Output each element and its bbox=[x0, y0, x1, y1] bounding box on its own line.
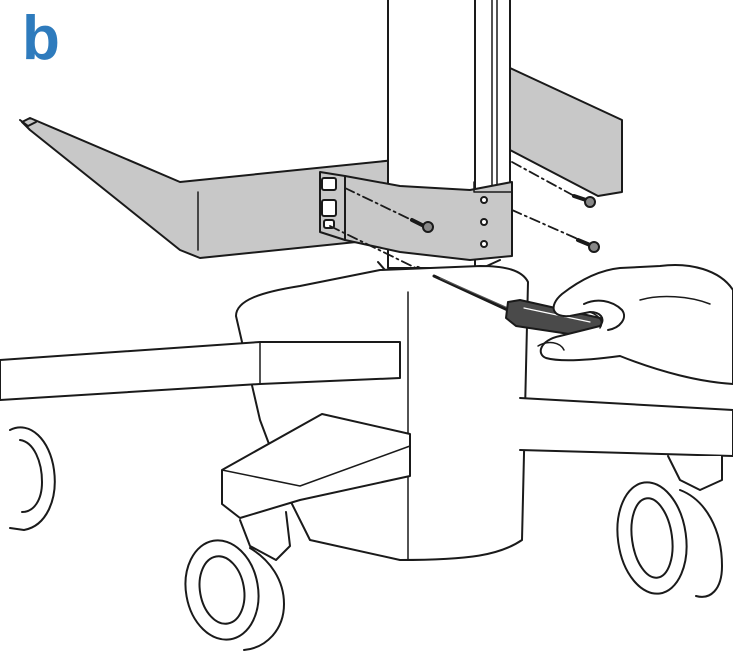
caster-wheel-icon bbox=[184, 511, 291, 651]
hand-icon bbox=[537, 264, 733, 385]
mounting-bracket bbox=[319, 171, 513, 261]
caster-wheel-icon bbox=[9, 426, 56, 531]
screw-icon bbox=[344, 187, 434, 233]
caster-wheel-icon bbox=[616, 455, 723, 598]
left-base-leg bbox=[0, 341, 401, 401]
screw-icon bbox=[511, 209, 600, 253]
step-label: b bbox=[22, 4, 60, 73]
right-base-leg bbox=[519, 397, 733, 457]
screw-icon bbox=[511, 161, 596, 208]
front-foot-pedal bbox=[221, 413, 411, 519]
rear-cross-bracket bbox=[509, 67, 623, 197]
